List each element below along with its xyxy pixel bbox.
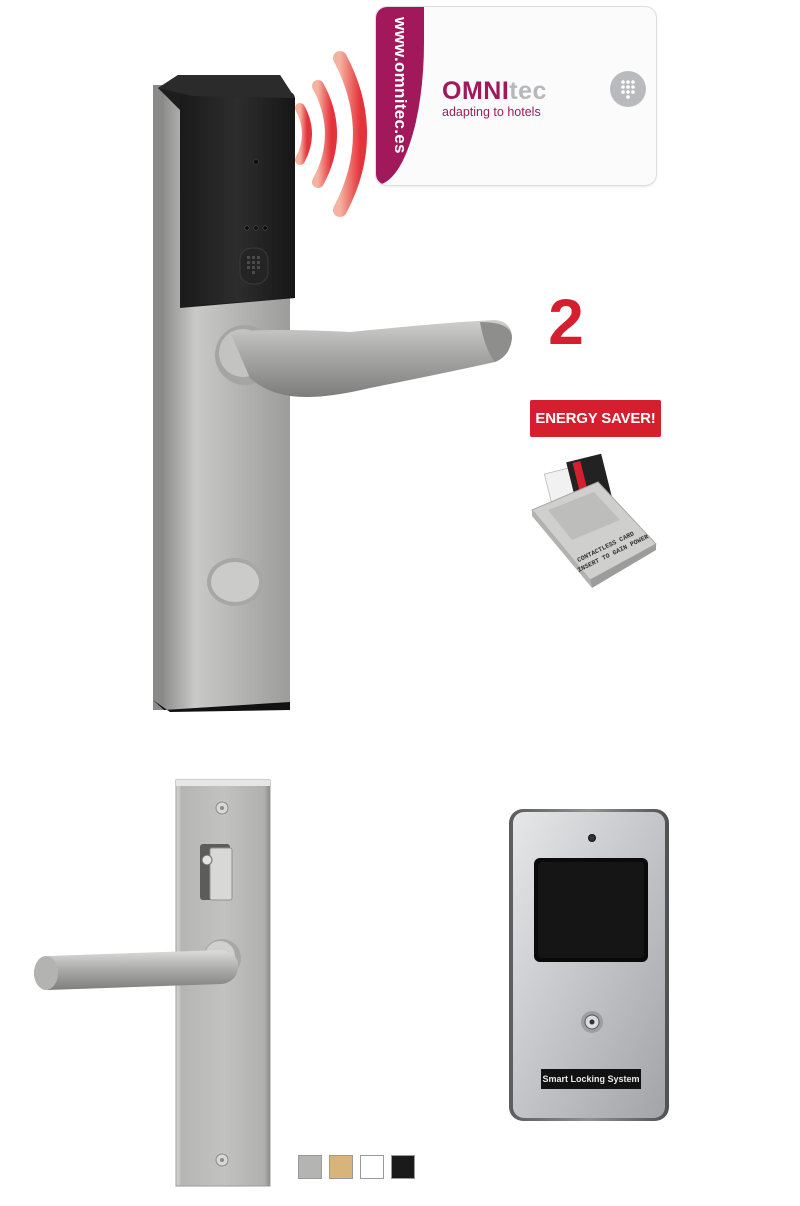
card-tagline: adapting to hotels	[442, 105, 541, 119]
swatch-gold[interactable]	[329, 1155, 353, 1179]
energy-saver-badge: ENERGY SAVER!	[530, 400, 661, 437]
logo-part2: tec	[509, 77, 547, 105]
logo-part1: OMNI	[442, 77, 510, 105]
card-url: www.omnitec.es	[391, 17, 410, 154]
swatch-black[interactable]	[391, 1155, 415, 1179]
rfid-wave-icon	[295, 51, 367, 217]
badge-number: 2	[548, 286, 584, 358]
swatch-satin-steel[interactable]	[298, 1155, 322, 1179]
swatch-white[interactable]	[360, 1155, 384, 1179]
reader-label: Smart Locking System	[541, 1069, 641, 1089]
energy-saver-switch-image: CONTACTLESS CARD INSERT TO GAIN POWER	[531, 453, 657, 588]
inner-lock-plate-image	[34, 779, 271, 1187]
omnitec-key-card: www.omnitec.es OMNItec adapting to hotel…	[375, 6, 657, 186]
rfid-door-lock-image	[153, 75, 512, 712]
omnitec-logo: OMNItec	[442, 77, 547, 106]
smart-reader-unit-image	[509, 809, 669, 1121]
logo-keypad-icon	[610, 71, 646, 107]
